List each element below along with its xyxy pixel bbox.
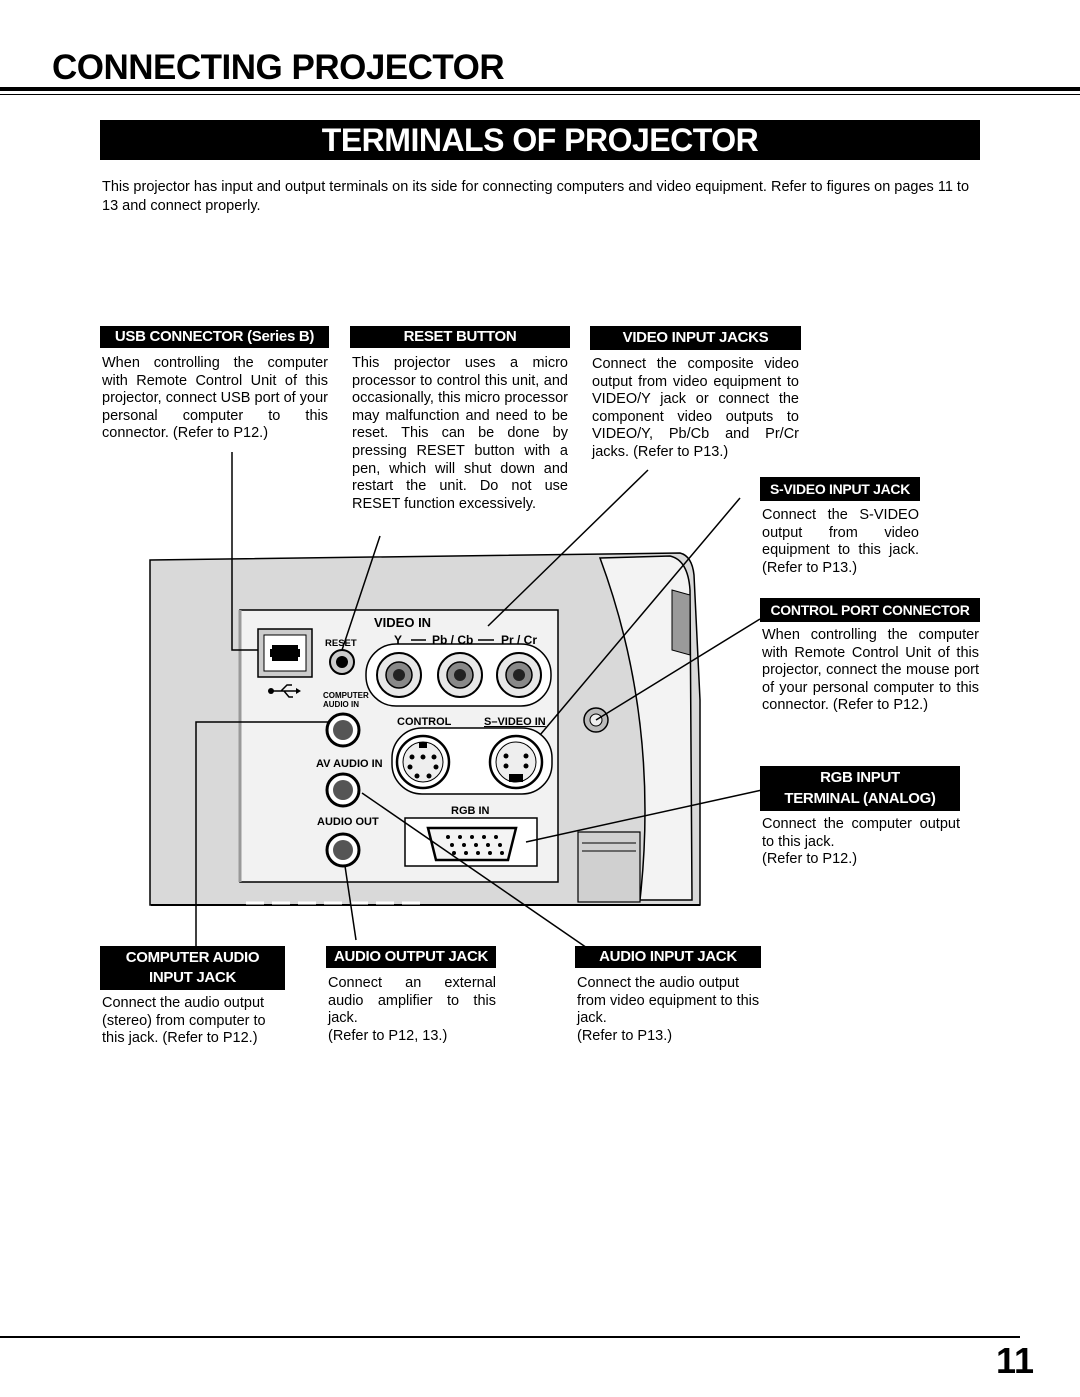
audio-input-jack-label: AUDIO INPUT JACK xyxy=(575,946,761,968)
audio-output-jack-description: Connect an external audio amplifier to t… xyxy=(328,975,496,1027)
usb-connector-shape xyxy=(257,628,313,678)
control-and-svideo-shape xyxy=(391,727,553,795)
projector-body xyxy=(149,552,701,906)
panel-label-y: Y xyxy=(394,633,402,647)
footer-rule xyxy=(0,1336,1020,1338)
panel-label-pr-cr: Pr / Cr xyxy=(501,633,537,647)
video-input-jacks-label: VIDEO INPUT JACKS xyxy=(590,326,801,350)
panel-label-audio-in: AUDIO IN xyxy=(323,700,359,709)
computer-audio-label-line-2: INPUT JACK xyxy=(148,969,236,986)
usb-connector-label: USB CONNECTOR (Series B) xyxy=(100,326,329,348)
computer-audio-label-line-1: COMPUTER AUDIO xyxy=(125,949,260,966)
panel-label-rgb-in: RGB IN xyxy=(451,805,490,817)
section-title: TERMINALS OF PROJECTOR xyxy=(100,120,980,160)
video-in-jacks-shape xyxy=(365,639,552,707)
callout-lines xyxy=(195,452,763,951)
panel-label-video-in: VIDEO IN xyxy=(374,615,431,630)
computer-audio-input-jack-description: Connect the audio output (stereo) from c… xyxy=(102,995,266,1047)
rgb-input-terminal-label: RGB INPUT TERMINAL (ANALOG) xyxy=(760,766,960,811)
usb-connector-description: When controlling the computer with Remot… xyxy=(102,355,328,442)
rgb-input-label-line-2: TERMINAL (ANALOG) xyxy=(784,790,936,807)
audio-output-jack-label: AUDIO OUTPUT JACK xyxy=(326,946,496,968)
panel-label-control: CONTROL xyxy=(397,716,452,728)
page-number: 11 xyxy=(996,1340,1035,1381)
s-video-input-jack-label: S-VIDEO INPUT JACK xyxy=(760,477,920,501)
panel-label-reset: RESET xyxy=(325,638,357,649)
title-rule-thin xyxy=(0,94,1080,95)
rgb-in-connector-shape xyxy=(404,817,538,867)
audio-input-jack-description: Connect the audio output from video equi… xyxy=(577,975,760,1027)
panel-label-av-audio-in: AV AUDIO IN xyxy=(316,758,383,770)
control-port-connector-label: CONTROL PORT CONNECTOR xyxy=(760,598,980,622)
reset-button-shape xyxy=(329,649,355,675)
rgb-input-terminal-description: Connect the computer output to this jack… xyxy=(762,816,960,850)
intro-paragraph: This projector has input and output term… xyxy=(102,179,970,214)
title-rule xyxy=(0,87,1080,91)
panel-label-s-video-in: S–VIDEO IN xyxy=(484,716,546,728)
audio-output-jack-reference: (Refer to P12, 13.) xyxy=(328,1028,448,1044)
panel-label-audio-out: AUDIO OUT xyxy=(317,816,379,828)
usb-icon xyxy=(268,684,301,698)
control-port-connector-description: When controlling the computer with Remot… xyxy=(762,627,979,714)
panel-label-computer: COMPUTER xyxy=(323,691,369,700)
audio-input-jack-reference: (Refer to P13.) xyxy=(577,1028,673,1044)
reset-button-label: RESET BUTTON xyxy=(350,326,570,348)
rgb-input-label-line-1: RGB INPUT xyxy=(820,769,900,786)
audio-jacks-shape xyxy=(325,712,361,868)
video-input-jacks-description: Connect the composite video output from … xyxy=(592,356,799,460)
computer-audio-input-jack-label: COMPUTER AUDIO INPUT JACK xyxy=(100,946,285,990)
reset-button-description: This projector uses a micro processor to… xyxy=(352,355,568,512)
rgb-input-terminal-reference: (Refer to P12.) xyxy=(762,851,858,867)
page-title: CONNECTING PROJECTOR xyxy=(52,48,505,87)
panel-label-pb-cb: Pb / Cb xyxy=(432,633,473,647)
s-video-input-jack-description: Connect the S-VIDEO output from video eq… xyxy=(762,507,919,576)
